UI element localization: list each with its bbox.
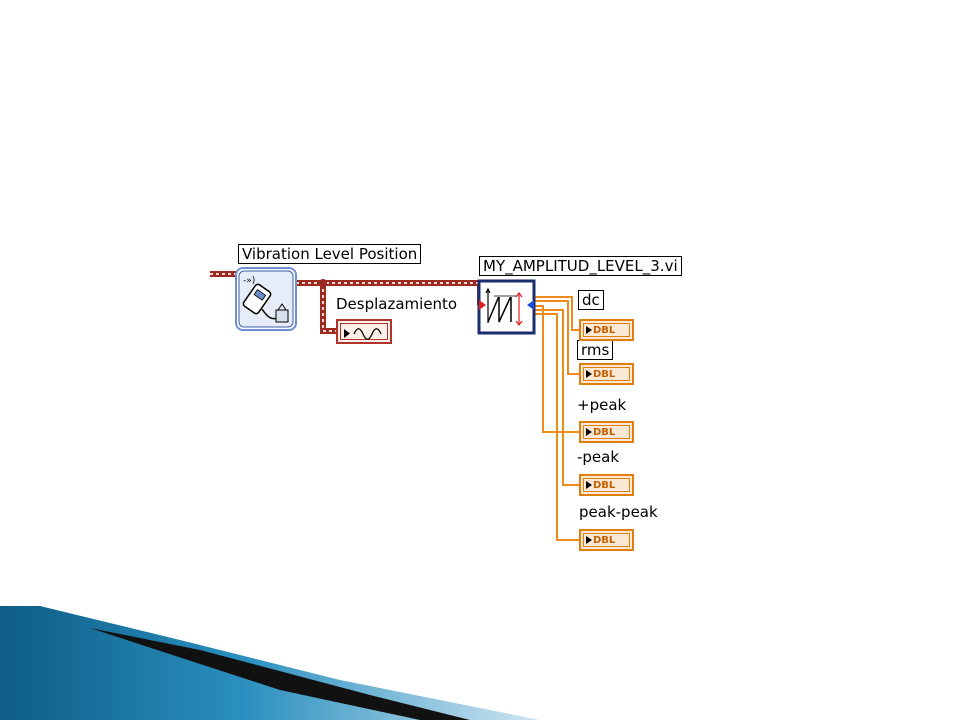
plus-peak-label: +peak (577, 396, 627, 414)
dbl-type-label: DBL (593, 479, 616, 491)
svg-text:-»): -») (243, 276, 255, 286)
peak-peak-dbl-indicator[interactable]: DBL (579, 529, 634, 551)
rms-dbl-indicator[interactable]: DBL (579, 363, 634, 385)
vibration-sensor-icon (242, 283, 289, 323)
minus-peak-label: -peak (577, 448, 620, 466)
dbl-type-label: DBL (593, 426, 616, 438)
rms-label: rms (577, 340, 614, 360)
dbl-type-label: DBL (593, 324, 616, 336)
dc-label: dc (578, 290, 604, 310)
slide-decoration (0, 606, 540, 720)
dc-dbl-indicator[interactable]: DBL (579, 319, 634, 341)
dbl-type-label: DBL (593, 534, 616, 546)
amplitude-waveform-icon (485, 287, 523, 326)
minus-peak-dbl-indicator[interactable]: DBL (579, 474, 634, 496)
plus-peak-dbl-indicator[interactable]: DBL (579, 421, 634, 443)
waveform-indicator-label: Desplazamiento (336, 295, 458, 313)
express-vi-label: Vibration Level Position (238, 244, 422, 264)
amplitude-level-subvi[interactable] (477, 279, 536, 335)
double-wires (534, 296, 581, 541)
desplazamiento-waveform-indicator[interactable] (336, 319, 392, 344)
vibration-level-express-vi[interactable]: -») (235, 267, 297, 331)
waveform-icon (344, 328, 382, 340)
subvi-label: MY_AMPLITUD_LEVEL_3.vi (479, 256, 682, 276)
dbl-type-label: DBL (593, 368, 616, 380)
peak-peak-label: peak-peak (579, 503, 658, 521)
